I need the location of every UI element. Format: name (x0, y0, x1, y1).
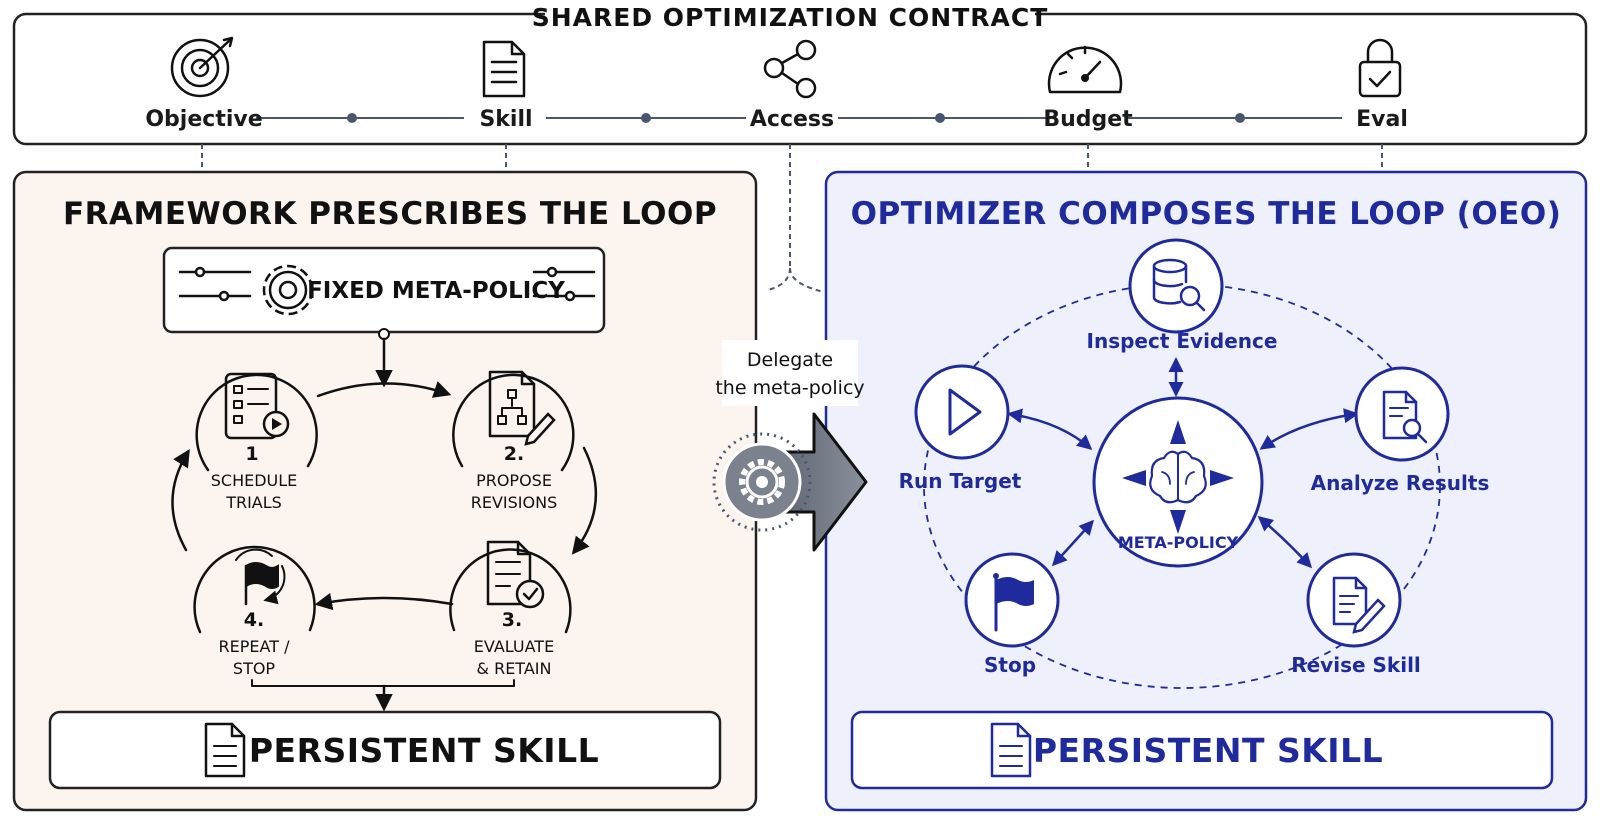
node-label: Analyze Results (1311, 471, 1490, 495)
slider-icon (178, 266, 596, 302)
step-number: 3. (502, 609, 522, 631)
node-run-target: Run Target (899, 364, 1022, 493)
contract-drop-lines (201, 144, 1383, 293)
step-label-line1: SCHEDULE (211, 471, 298, 490)
node-label: Inspect Evidence (1087, 329, 1278, 353)
loop-output-connector (251, 679, 515, 712)
lock-check-icon (1358, 38, 1402, 98)
connector-dot (935, 113, 945, 123)
step-propose-revisions: 2. PROPOSE REVISIONS (452, 370, 575, 512)
contract-title-mask (545, 2, 1035, 32)
left-panel: FRAMEWORK PRESCRIBES THE LOOP FIXED META… (12, 170, 758, 812)
delegate-dotted-ring (712, 432, 812, 532)
delegate-label-line2: the meta-policy (715, 377, 864, 399)
share-icon (763, 39, 817, 99)
delegate-connector: Delegate the meta-policy (712, 340, 868, 552)
flag-icon (993, 573, 1034, 632)
meta-policy-connectors (1007, 357, 1359, 569)
step-number: 4. (244, 609, 264, 631)
step-label-line2: TRIALS (225, 493, 282, 512)
contract-item-label: Eval (1356, 107, 1408, 132)
database-search-icon (1152, 258, 1206, 312)
contract-item-budget: Budget (1043, 45, 1133, 132)
step-repeat-stop: 4. REPEAT / STOP (193, 545, 316, 678)
step-label-line2: STOP (233, 659, 276, 678)
node-label: Run Target (899, 469, 1022, 493)
target-icon (170, 36, 234, 98)
schedule-list-icon (224, 372, 290, 440)
document-icon (204, 722, 246, 778)
contract-item-eval: Eval (1356, 38, 1408, 132)
policy-anchor-dot (378, 328, 390, 340)
step-label-line1: REPEAT / (219, 637, 291, 656)
right-panel: OPTIMIZER COMPOSES THE LOOP (OEO) (824, 170, 1588, 812)
evaluate-check-icon (486, 540, 545, 609)
document-search-icon (1382, 390, 1428, 444)
node-inspect-evidence: Inspect Evidence (1087, 238, 1278, 353)
step-number: 2. (504, 443, 524, 465)
left-persistent-skill-box: PERSISTENT SKILL (48, 710, 722, 790)
document-icon (482, 40, 526, 98)
play-icon (948, 388, 982, 436)
step-evaluate-retain: 3. EVALUATE & RETAIN (449, 540, 572, 678)
contract-item-access: Access (750, 39, 834, 132)
step-label-line2: & RETAIN (477, 659, 552, 678)
flag-repeat-icon (235, 548, 286, 606)
delegate-label-bg (722, 340, 858, 406)
contract-item-objective: Objective (145, 36, 263, 132)
contract-item-label: Access (750, 107, 834, 132)
compass-brain-icon (1122, 420, 1234, 534)
contract-title: SHARED OPTIMIZATION CONTRACT (532, 3, 1049, 32)
node-analyze-results: Analyze Results (1311, 366, 1490, 495)
orbit-ring (923, 283, 1441, 689)
node-label: Revise Skill (1291, 653, 1421, 677)
left-persistent-skill-label: PERSISTENT SKILL (249, 731, 599, 770)
document-icon (990, 722, 1032, 778)
gauge-icon (1047, 45, 1123, 94)
right-persistent-skill-box: PERSISTENT SKILL (850, 710, 1554, 790)
shared-contract-bar: SHARED OPTIMIZATION CONTRACT Objective (12, 2, 1588, 293)
step-number: 1 (245, 443, 258, 465)
step-label-line1: EVALUATE (474, 637, 554, 656)
document-edit-icon (1332, 576, 1386, 634)
node-label: Stop (984, 653, 1036, 677)
proposal-diagram-icon (488, 370, 556, 446)
right-persistent-skill-label: PERSISTENT SKILL (1033, 731, 1383, 770)
fixed-meta-policy-label: FIXED META-POLICY (307, 278, 565, 304)
connector-dot (347, 113, 357, 123)
fixed-meta-policy-box: FIXED META-POLICY (162, 246, 606, 334)
node-stop: Stop (964, 552, 1060, 677)
step-label-line1: PROPOSE (476, 471, 552, 490)
loop-arrows (171, 381, 598, 611)
contract-item-skill: Skill (479, 40, 533, 132)
meta-policy-hub: META-POLICY (1092, 396, 1264, 568)
gear-icon (262, 264, 314, 316)
right-panel-title: OPTIMIZER COMPOSES THE LOOP (OEO) (851, 196, 1562, 232)
contract-item-label: Objective (145, 107, 262, 132)
left-panel-title: FRAMEWORK PRESCRIBES THE LOOP (63, 196, 717, 232)
meta-policy-label: META-POLICY (1118, 533, 1239, 552)
delegate-label-line1: Delegate (747, 349, 833, 371)
contract-item-label: Budget (1043, 107, 1133, 132)
step-schedule-trials: 1 SCHEDULE TRIALS (195, 372, 318, 512)
gear-icon (739, 459, 785, 505)
connector-dot (1235, 113, 1245, 123)
connector-dot (641, 113, 651, 123)
node-revise-skill: Revise Skill (1291, 552, 1421, 677)
step-label-line2: REVISIONS (471, 493, 557, 512)
contract-item-label: Skill (479, 107, 532, 132)
